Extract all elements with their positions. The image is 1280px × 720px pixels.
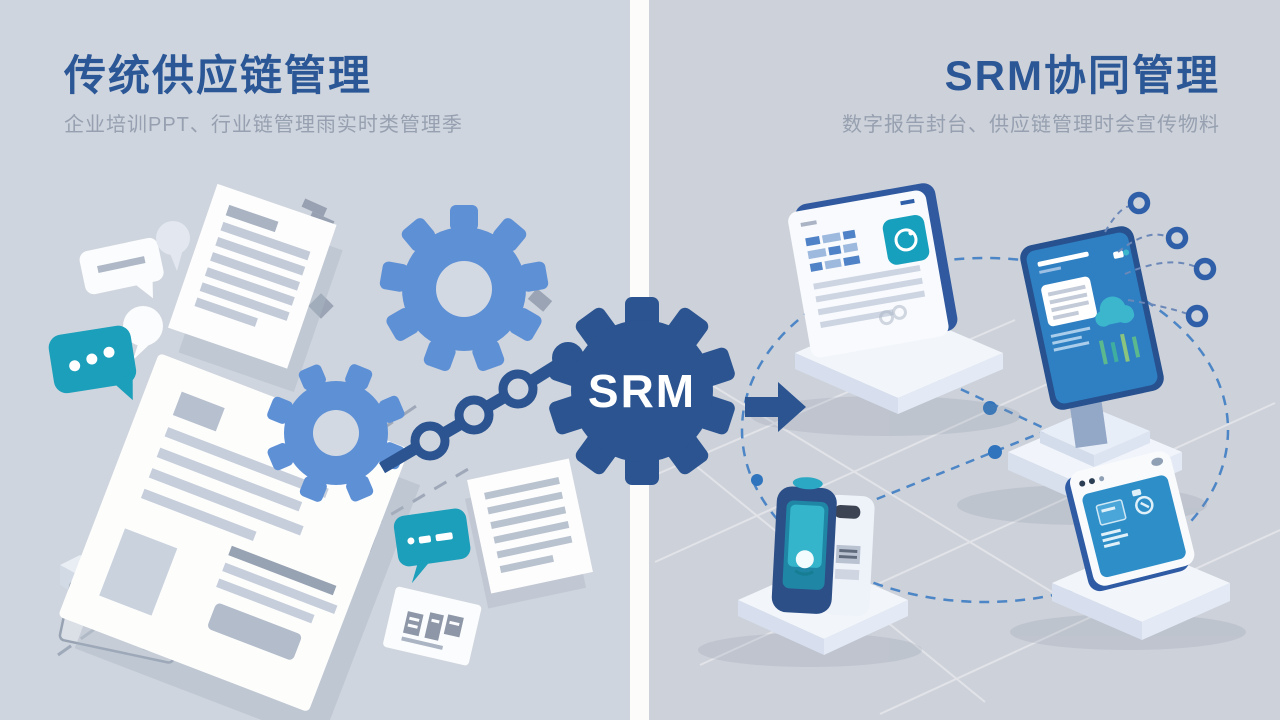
arrow-right-icon (745, 382, 806, 432)
mobile-scanner-icon (738, 477, 908, 655)
round-bubble-icon (123, 306, 163, 360)
balloon-bubble-icon (156, 221, 190, 271)
right-title: SRM协同管理 (944, 52, 1220, 99)
tablet-dashboard-icon (788, 183, 1003, 414)
left-subtitle: 企业培训PPT、行业链管理雨实时类管理季 (64, 114, 463, 137)
right-header: SRM协同管理 数字报告封台、供应链管理时会宣传物料 (842, 52, 1220, 137)
chat-text-bubble-icon (393, 508, 471, 584)
right-subtitle: 数字报告封台、供应链管理时会宣传物料 (842, 114, 1220, 137)
speech-bubble-icon (79, 237, 164, 299)
left-header: 传统供应链管理 企业培训PPT、行业链管理雨实时类管理季 (64, 52, 463, 137)
srm-gear-label: SRM (588, 365, 696, 417)
gear-small-icon (267, 364, 405, 502)
left-illustration (48, 183, 593, 720)
cloud-icon (1095, 296, 1135, 327)
desktop-monitor-icon (1008, 191, 1217, 508)
srm-gear-icon: SRM (549, 297, 735, 485)
chat-dots-bubble-icon (48, 325, 137, 401)
browser-window-icon (1052, 451, 1230, 640)
document-icon (167, 183, 343, 393)
radiating-nodes (1104, 191, 1217, 328)
paper-sheet-icon (464, 458, 593, 609)
note-card-icon (383, 586, 482, 666)
right-illustration (698, 183, 1246, 667)
gear-large-icon (379, 205, 549, 372)
left-title: 传统供应链管理 (64, 52, 373, 99)
